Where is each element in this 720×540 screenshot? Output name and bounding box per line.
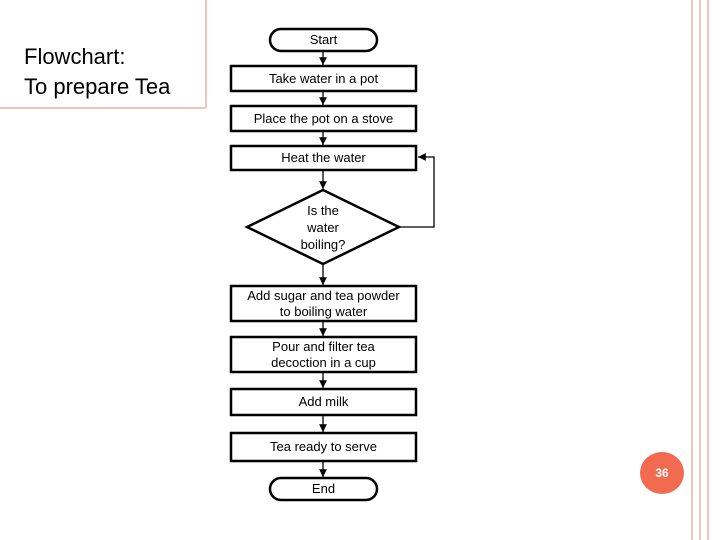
slide-title-line-2: To prepare Tea (24, 74, 171, 99)
step-add-milk-box (229, 387, 418, 417)
step-heat-water-box (229, 144, 418, 172)
step-heat-water-label: Heat the water (281, 150, 366, 165)
step-place-pot-box (229, 104, 418, 133)
step-add-sugar-box (229, 284, 418, 323)
step-tea-ready-label: Tea ready to serve (270, 439, 377, 454)
slide-title: Flowchart: To prepare Tea (24, 42, 170, 102)
step-pour-filter-label: Pour and filter tea decoction in a cup (271, 338, 376, 370)
step-take-water-label: Take water in a pot (268, 70, 379, 86)
page-number-badge: 36 (640, 452, 684, 494)
end-terminal (268, 476, 379, 502)
end-label: End (311, 481, 336, 496)
step-place-pot-label: Place the pot on a stove (253, 110, 394, 126)
arrow-decision-loop-back (399, 153, 435, 228)
start-label: Start (309, 32, 338, 47)
step-add-milk-label: Add milk (298, 394, 349, 409)
decision-boiling-label: Is the water boiling? (300, 202, 346, 252)
slide-title-line-1: Flowchart: (24, 44, 126, 69)
step-pour-filter-box (229, 335, 418, 374)
step-add-sugar-label: Add sugar and tea powder to boiling wate… (247, 287, 400, 319)
